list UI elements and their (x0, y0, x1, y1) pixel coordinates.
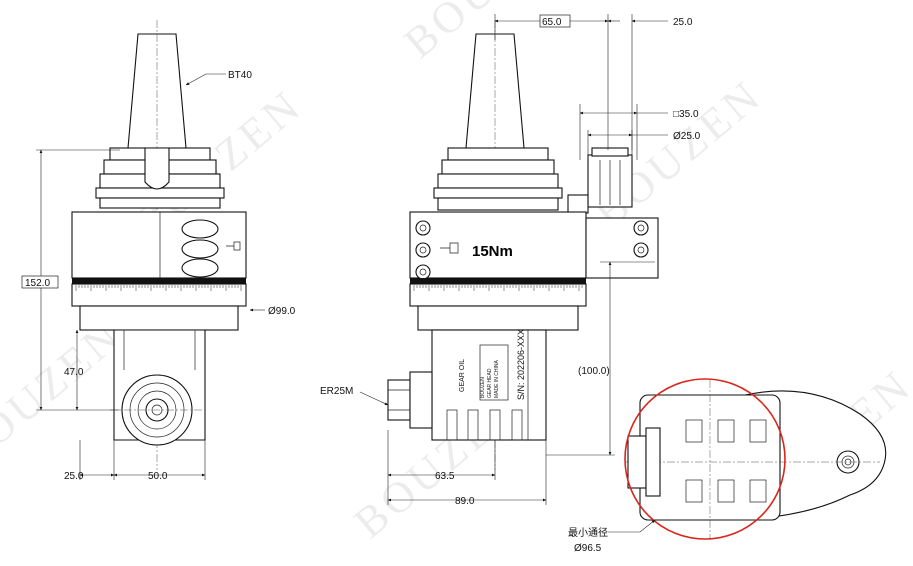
min-clearance-label: 最小通径 (568, 526, 608, 539)
collet-nut (387, 379, 411, 421)
height-100-dimension: (100.0) (578, 366, 610, 377)
top-right-dimension: 25.0 (673, 17, 693, 28)
svg-text:BOUZEN: BOUZEN (480, 377, 486, 398)
svg-text:MADE IN CHINA: MADE IN CHINA (494, 360, 500, 398)
housing-body (409, 211, 587, 279)
min-clearance-value: Ø96.5 (574, 543, 602, 554)
length-63-dimension: 63.5 (435, 471, 455, 482)
scale-ring (72, 278, 246, 284)
left-front-view: BT40 152.0 Ø99.0 47.0 25.0 50.0 (21, 20, 296, 482)
svg-text:GEAR HEAD: GEAR HEAD (487, 368, 493, 398)
flange-diameter-dimension: Ø99.0 (268, 306, 296, 317)
key-slot (144, 147, 170, 190)
scale-ticks (413, 285, 583, 291)
wrench-icon (440, 242, 459, 254)
width-50-dimension: 50.0 (148, 471, 168, 482)
min-clearance-circle (624, 378, 786, 540)
bottom-section-view: 最小通径 Ø96.5 (568, 378, 887, 554)
middle-side-view: 15Nm BOUZEN GEAR HEAD MADE IN CHINA GEAR… (320, 14, 701, 507)
shaft-diameter-dimension: Ø25.0 (673, 131, 701, 142)
housing-body (71, 211, 247, 279)
torque-label: 15Nm (472, 243, 513, 260)
gearbox-body (431, 329, 547, 441)
scale-ticks (75, 285, 242, 291)
watermark-text: BOUZEN (0, 310, 132, 478)
collet-label: ER25M (320, 386, 353, 397)
gear-teeth (685, 419, 767, 503)
taper-label: BT40 (228, 70, 252, 81)
top-offset-dimension: 65.0 (542, 17, 562, 28)
offset-25-dimension: 25.0 (64, 471, 84, 482)
square-dimension: □35.0 (673, 109, 699, 120)
height-total-dimension: 152.0 (25, 278, 50, 289)
serial-number: S/N: 202206-XXX (516, 329, 526, 400)
collet-side (627, 435, 647, 489)
wrench-icon (226, 241, 241, 251)
spindle-height-dimension: 47.0 (64, 367, 84, 378)
gear-oil-label: GEAR OIL (459, 359, 466, 392)
length-89-dimension: 89.0 (455, 496, 475, 507)
